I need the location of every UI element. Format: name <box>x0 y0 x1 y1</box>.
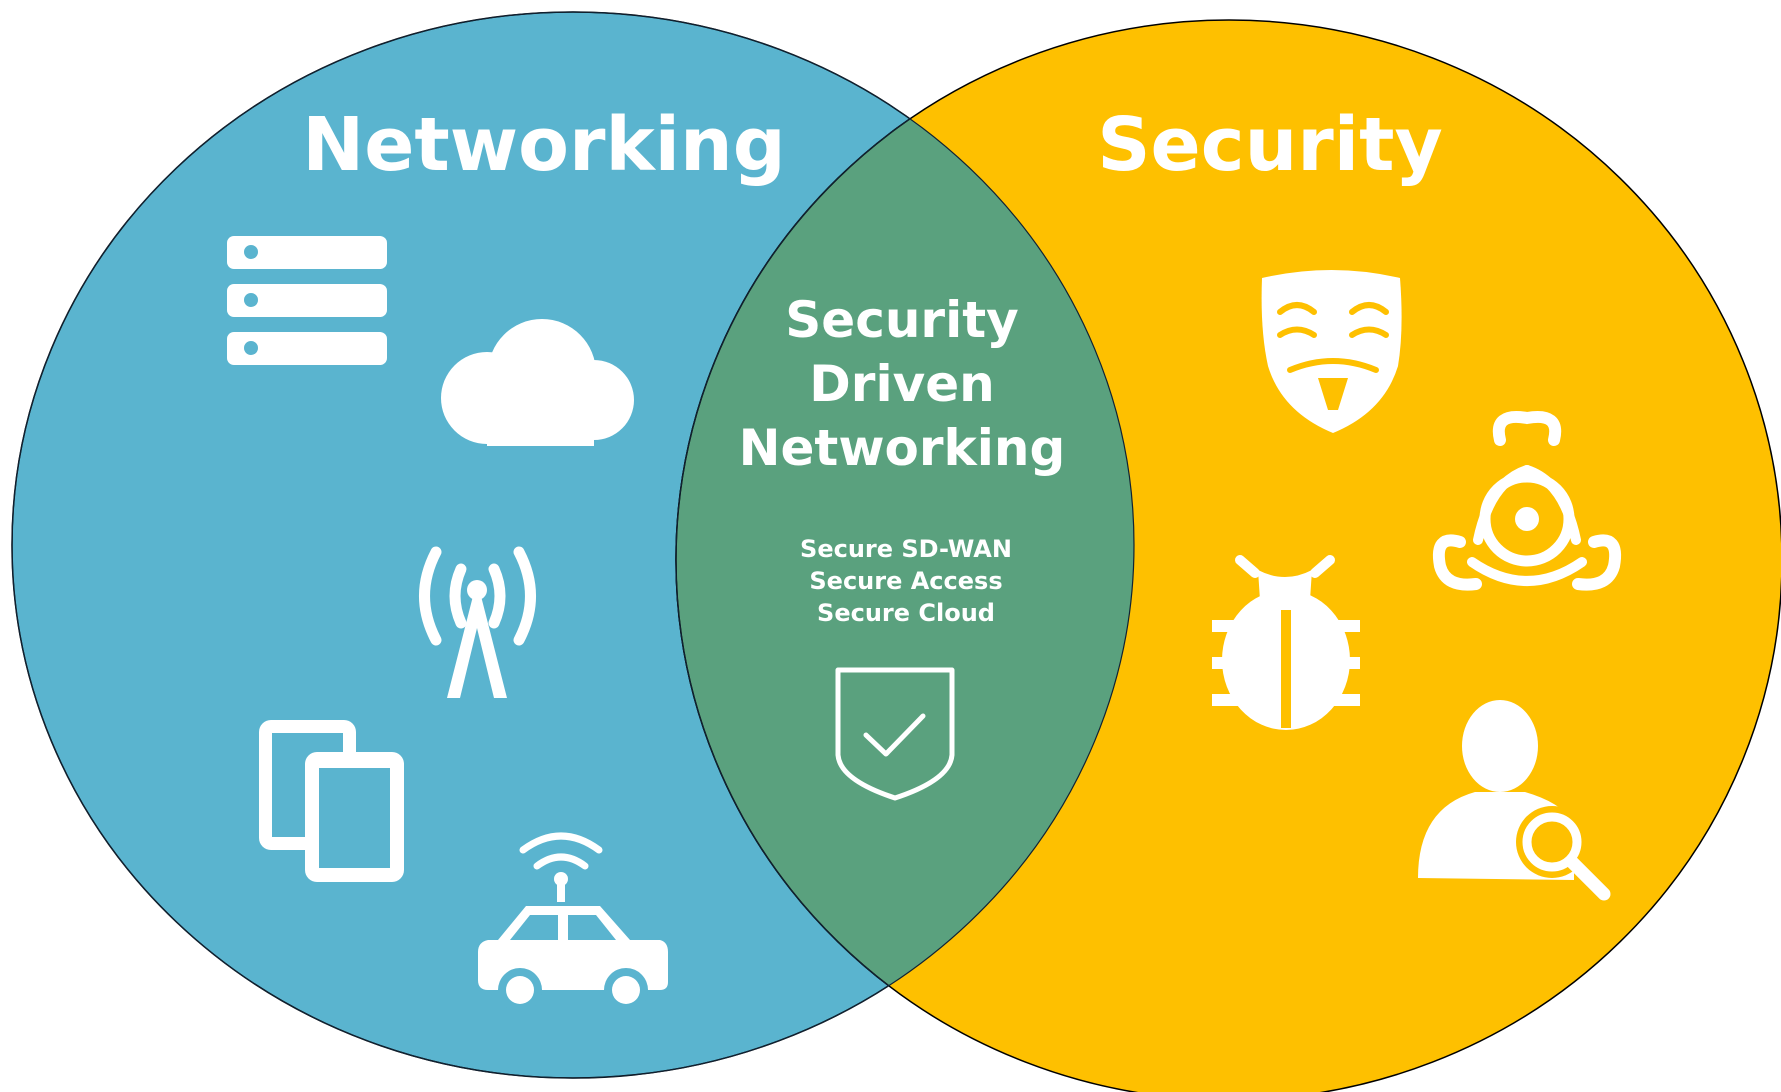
bug-icon <box>1212 555 1360 730</box>
overlap-outline <box>675 19 1134 1078</box>
overlap-item-cloud: Secure Cloud <box>817 599 995 627</box>
networking-outline <box>11 11 1135 1079</box>
radio-tower-icon <box>419 546 536 698</box>
overlap-item-access: Secure Access <box>809 567 1002 595</box>
security-title: Security <box>1097 102 1443 188</box>
server-rack-icon <box>227 236 387 365</box>
overlap-title-line-3: Networking <box>739 419 1066 477</box>
hacker-mask-icon <box>1261 270 1402 433</box>
overlap-title-line-2: Driven <box>809 355 994 413</box>
networking-title: Networking <box>302 102 785 188</box>
shield-check-icon <box>835 667 955 801</box>
devices-icon <box>259 720 404 882</box>
cloud-icon <box>441 319 634 446</box>
connected-car-icon <box>478 832 668 1012</box>
biohazard-icon <box>1433 411 1621 591</box>
overlap-item-sd-wan: Secure SD-WAN <box>800 535 1012 563</box>
user-search-icon <box>1418 700 1611 901</box>
overlap-title-line-1: Security <box>785 291 1018 349</box>
